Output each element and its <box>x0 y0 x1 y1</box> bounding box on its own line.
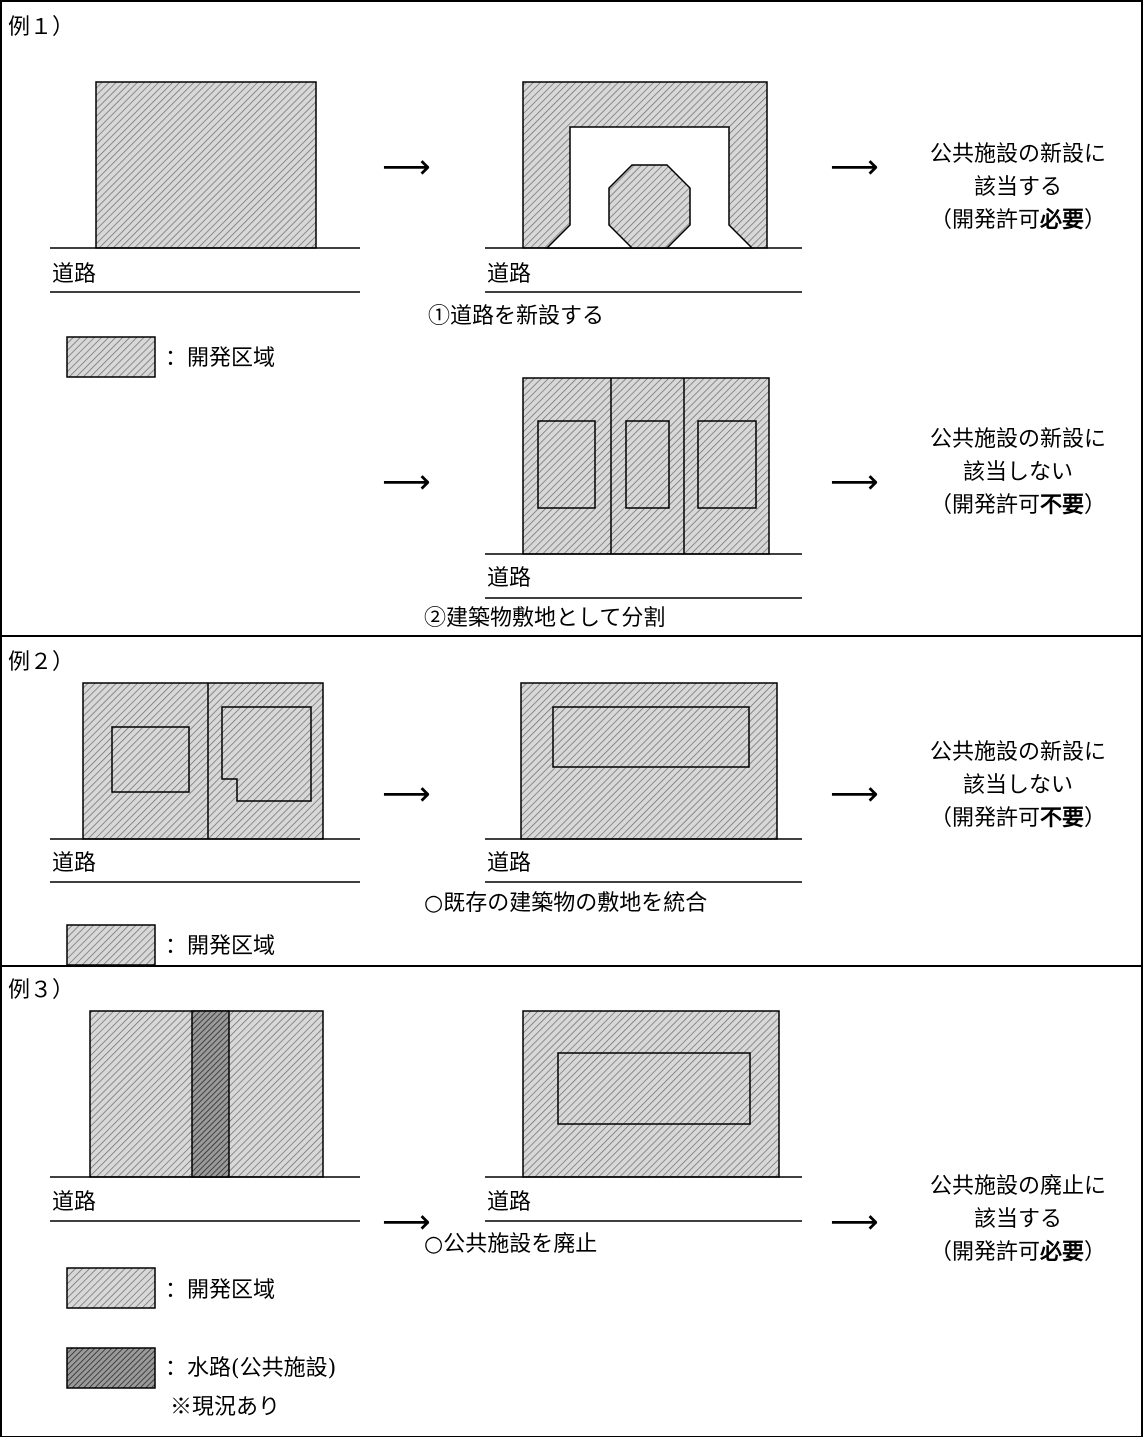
example3-label: 例３） <box>8 978 75 1003</box>
ex2-before-site <box>50 682 360 883</box>
ex2-result: 公共施設の新設に 該当しない （開発許可不要） <box>893 736 1143 835</box>
result-line1: 公共施設の廃止に <box>929 1174 1106 1199</box>
ex3-legend2-label: ：水路(公共施設) <box>165 1356 337 1381</box>
ex3-after-site <box>485 1010 802 1222</box>
ex2-legend-label: ：開発区域 <box>165 934 276 959</box>
result-line2: 該当しない <box>962 460 1073 485</box>
ex2-before-road-label: 道路 <box>52 851 97 876</box>
ex2-arrow-1: ⟶ <box>382 774 431 814</box>
ex3-before-road-label: 道路 <box>52 1190 97 1215</box>
ex3-arrow-2: ⟶ <box>830 1202 879 1242</box>
ex1-before-site <box>50 81 360 293</box>
ex3-arrow-1: ⟶ <box>382 1202 431 1242</box>
ex1-case1-road-label: 道路 <box>487 262 532 287</box>
ex3-legend-swatch-development <box>66 1267 156 1309</box>
result-line3: （開発許可不要） <box>929 493 1107 518</box>
ex2-arrow-2: ⟶ <box>830 774 879 814</box>
ex1-before-road-label: 道路 <box>52 262 97 287</box>
ex3-legend-label: ：開発区域 <box>165 1278 276 1303</box>
example2-label: 例２） <box>8 650 75 675</box>
ex1-case2-result: 公共施設の新設に 該当しない （開発許可不要） <box>893 423 1143 522</box>
ex3-after-road-label: 道路 <box>487 1190 532 1215</box>
ex1-arrow-1: ⟶ <box>382 147 431 187</box>
ex2-after-site <box>485 682 802 883</box>
result-line1: 公共施設の新設に <box>929 427 1106 452</box>
ex3-result: 公共施設の廃止に 該当する （開発許可必要） <box>893 1170 1143 1269</box>
ex1-legend-swatch <box>66 336 156 378</box>
ex1-arrow-4: ⟶ <box>830 462 879 502</box>
result-line2: 該当する <box>973 1207 1062 1232</box>
result-line3: （開発許可必要） <box>929 208 1107 233</box>
ex3-legend-swatch-waterway <box>66 1347 156 1389</box>
ex1-case1-caption: ①道路を新設する <box>428 304 605 329</box>
ex2-after-road-label: 道路 <box>487 851 532 876</box>
example1-label: 例１） <box>8 15 75 40</box>
ex1-arrow-2: ⟶ <box>830 147 879 187</box>
result-line1: 公共施設の新設に <box>929 142 1106 167</box>
result-line1: 公共施設の新設に <box>929 740 1106 765</box>
result-line2: 該当しない <box>962 773 1073 798</box>
ex3-legend2-note: ※現況あり <box>170 1395 281 1420</box>
result-line2: 該当する <box>973 175 1062 200</box>
ex2-legend-swatch <box>66 924 156 966</box>
ex1-case2-caption: ②建築物敷地として分割 <box>424 606 666 631</box>
ex3-before-site <box>50 1010 360 1222</box>
ex1-case1-result: 公共施設の新設に 該当する （開発許可必要） <box>893 138 1143 237</box>
ex2-caption: ○既存の建築物の敷地を統合 <box>424 891 708 916</box>
result-line3: （開発許可不要） <box>929 806 1107 831</box>
ex1-case2-site <box>485 377 802 599</box>
ex1-arrow-3: ⟶ <box>382 462 431 502</box>
ex1-case1-site <box>485 81 802 293</box>
result-line3: （開発許可必要） <box>929 1240 1107 1265</box>
ex3-caption: ○公共施設を廃止 <box>424 1232 598 1257</box>
ex1-case2-road-label: 道路 <box>487 566 532 591</box>
ex1-legend-label: ：開発区域 <box>165 346 276 371</box>
